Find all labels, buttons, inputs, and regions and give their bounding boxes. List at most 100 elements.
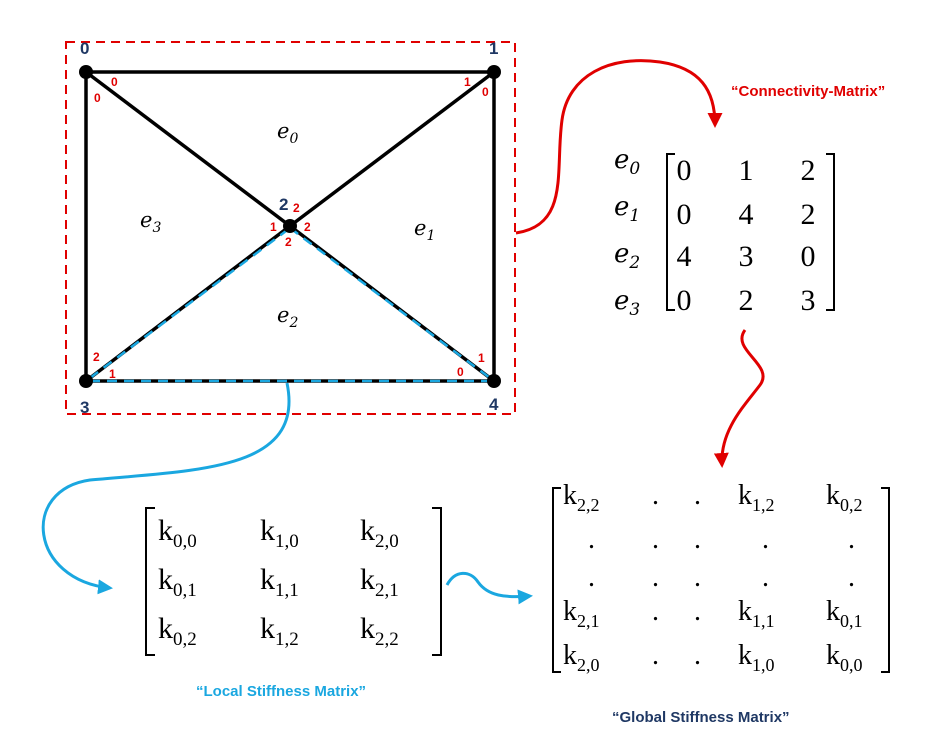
connectivity-row-labels: e0 e1 e2 e3 — [614, 145, 640, 320]
global-cell: . — [588, 562, 595, 593]
conn-cell: 0 — [801, 240, 816, 273]
global-cell: . — [652, 596, 659, 627]
local-cell: k0,1 — [158, 563, 197, 601]
local-index-label: 1 — [478, 351, 485, 365]
local-cell: k2,1 — [360, 563, 399, 601]
local-stiffness-cells: k0,0 k1,0 k2,0 k0,1 k1,1 k2,1 k0,2 k1,2 … — [158, 514, 399, 650]
local-cell: k2,2 — [360, 612, 399, 650]
global-cell: . — [762, 524, 769, 555]
global-cell: k0,1 — [826, 596, 863, 631]
node-4-dot — [487, 374, 501, 388]
arrow-to-connectivity — [515, 59, 723, 235]
global-cell: . — [694, 640, 701, 671]
local-index-label: 1 — [109, 367, 116, 381]
global-cell: . — [652, 640, 659, 671]
element-label-e3: e3 — [140, 208, 161, 236]
local-index-label: 0 — [482, 85, 489, 99]
conn-cell: 0 — [677, 284, 692, 317]
conn-cell: 4 — [677, 240, 692, 273]
conn-left-bracket — [666, 153, 675, 311]
conn-cell: 4 — [739, 198, 754, 231]
node-2-dot — [283, 219, 297, 233]
local-index-label: 2 — [285, 235, 292, 249]
conn-cell: 0 — [677, 154, 692, 187]
local-cell: k2,0 — [360, 514, 399, 552]
node-label-3: 3 — [80, 398, 89, 417]
global-cell: k0,2 — [826, 480, 863, 515]
conn-cell: 2 — [801, 154, 816, 187]
global-cell: k1,2 — [738, 480, 775, 515]
global-cell: . — [694, 524, 701, 555]
node-0-dot — [79, 65, 93, 79]
global-cell: . — [652, 480, 659, 511]
element-label-e1: e1 — [414, 216, 435, 244]
arrow-to-global — [713, 329, 765, 468]
element-e2-highlight — [89, 227, 491, 383]
global-cell: . — [652, 524, 659, 555]
local-cell: k1,2 — [260, 612, 299, 650]
conn-cell: 2 — [801, 198, 816, 231]
global-cell: . — [588, 524, 595, 555]
node-label-4: 4 — [489, 395, 499, 414]
arrow-to-local — [41, 382, 291, 595]
node-1-dot — [487, 65, 501, 79]
local-index-label: 0 — [111, 75, 118, 89]
local-cell: k0,0 — [158, 514, 197, 552]
global-cell: . — [652, 562, 659, 593]
conn-cell: 1 — [739, 154, 754, 187]
node-label-1: 1 — [489, 39, 498, 58]
edge-0-2 — [84, 70, 292, 228]
arrow-local-to-global — [445, 571, 533, 605]
local-index-label: 0 — [94, 91, 101, 105]
local-index-label: 2 — [293, 201, 300, 215]
local-index-label: 1 — [270, 220, 277, 234]
local-right-bracket — [432, 507, 442, 656]
node-label-0: 0 — [80, 39, 89, 58]
global-cell: k0,0 — [826, 640, 863, 675]
conn-right-bracket — [826, 153, 835, 311]
global-cell: k2,1 — [563, 596, 600, 631]
global-cell: . — [694, 596, 701, 627]
conn-cell: 2 — [739, 284, 754, 317]
global-stiffness-cells: k2,2 . . k1,2 k0,2 . . . . . . . . . . k… — [563, 480, 863, 675]
global-right-bracket — [881, 487, 890, 673]
global-left-bracket — [552, 487, 561, 673]
edge-1-2 — [288, 70, 496, 228]
node-label-2: 2 — [279, 195, 288, 214]
local-cell: k1,0 — [260, 514, 299, 552]
global-cell: . — [762, 562, 769, 593]
conn-row-label: e3 — [614, 286, 640, 320]
local-left-bracket — [145, 507, 155, 656]
conn-cell: 3 — [739, 240, 754, 273]
local-index-label: 2 — [93, 350, 100, 364]
conn-cell: 3 — [801, 284, 816, 317]
mesh-nodes — [79, 65, 501, 388]
global-stiffness-title: “Global Stiffness Matrix” — [612, 709, 790, 726]
local-index-label: 2 — [304, 220, 311, 234]
local-stiffness-title: “Local Stiffness Matrix” — [196, 683, 366, 700]
element-label-e0: e0 — [277, 119, 298, 147]
global-cell: . — [848, 562, 855, 593]
global-cell: . — [848, 524, 855, 555]
global-cell: . — [694, 562, 701, 593]
local-index-label: 1 — [464, 75, 471, 89]
element-label-e2: e2 — [277, 303, 298, 331]
global-cell: k1,0 — [738, 640, 775, 675]
global-cell: k2,2 — [563, 480, 600, 515]
conn-row-label: e0 — [614, 145, 640, 179]
local-index-label: 0 — [457, 365, 464, 379]
local-cell: k1,1 — [260, 563, 299, 601]
conn-row-label: e1 — [614, 192, 640, 226]
connectivity-cells: 0 1 2 0 4 2 4 3 0 0 2 3 — [677, 154, 816, 317]
conn-row-label: e2 — [614, 239, 640, 273]
connectivity-matrix-title: “Connectivity-Matrix” — [731, 83, 885, 100]
node-3-dot — [79, 374, 93, 388]
global-cell: k2,0 — [563, 640, 600, 675]
global-cell: . — [694, 480, 701, 511]
conn-cell: 0 — [677, 198, 692, 231]
local-cell: k0,2 — [158, 612, 197, 650]
global-cell: k1,1 — [738, 596, 775, 631]
selection-box — [65, 41, 516, 415]
